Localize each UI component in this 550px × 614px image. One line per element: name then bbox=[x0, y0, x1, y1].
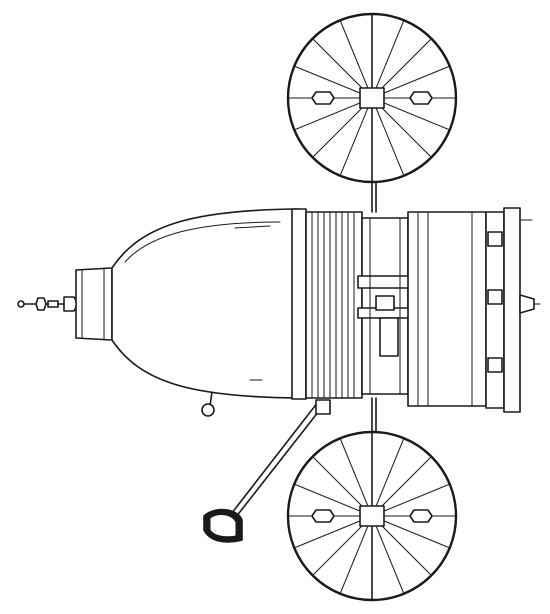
equipment-module bbox=[357, 217, 411, 395]
solar-panel-bottom bbox=[286, 430, 458, 602]
dish-antenna bbox=[203, 508, 243, 543]
nose-collar bbox=[75, 267, 113, 341]
antenna-boom bbox=[227, 399, 331, 523]
side-sensor bbox=[201, 391, 215, 417]
ribbed-ring bbox=[291, 208, 363, 400]
solar-panel-top bbox=[286, 12, 458, 184]
engine-section bbox=[407, 207, 535, 413]
nose-probe bbox=[17, 296, 79, 312]
capsule-body bbox=[111, 208, 299, 399]
